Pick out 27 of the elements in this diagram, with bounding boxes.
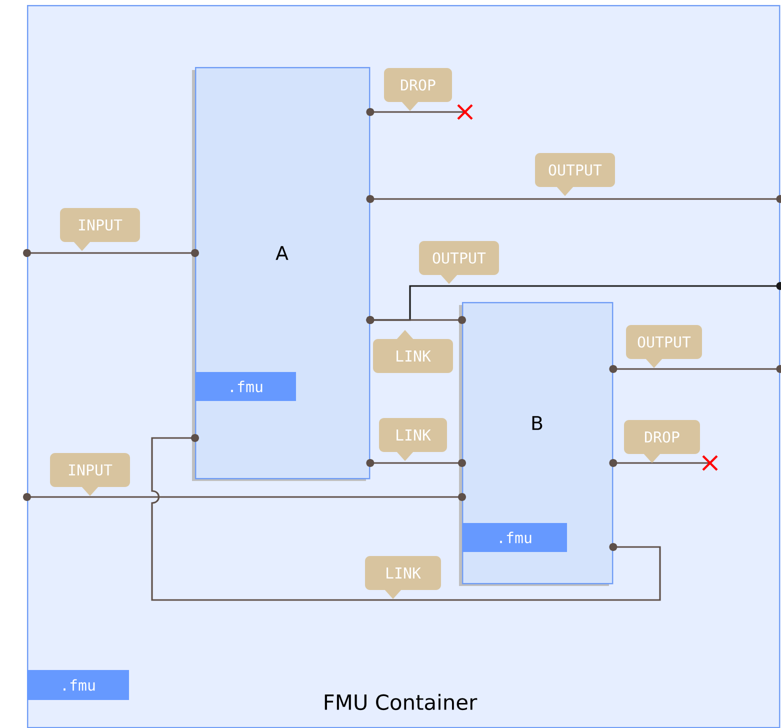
wire xyxy=(366,459,466,467)
wire xyxy=(23,249,199,257)
wire xyxy=(366,195,781,203)
edge-label: DROP xyxy=(624,420,700,463)
edge-label: OUTPUT xyxy=(626,325,702,368)
fmu-block xyxy=(192,67,370,481)
container-title: FMU Container xyxy=(324,694,478,710)
wire xyxy=(609,454,718,472)
edge-label: OUTPUT xyxy=(419,241,499,284)
edge-label: INPUT xyxy=(50,453,130,496)
edge-label: LINK xyxy=(373,330,453,373)
wire xyxy=(23,493,466,501)
edge-label: LINK xyxy=(379,418,447,461)
block-label: A xyxy=(276,246,288,260)
edge-label: DROP xyxy=(384,68,452,111)
edge-label: OUTPUT xyxy=(535,153,615,196)
fmu-block xyxy=(459,302,614,586)
edge-label: LINK xyxy=(365,556,441,599)
wire xyxy=(366,316,466,324)
fmu-tag: .fmu xyxy=(27,670,129,700)
wire xyxy=(609,365,781,373)
block-label: B xyxy=(532,416,542,430)
fmu-tag: .fmu xyxy=(195,372,296,401)
edge-label: INPUT xyxy=(60,208,140,251)
wire xyxy=(151,434,661,601)
fmu-tag: .fmu xyxy=(462,523,567,552)
wire xyxy=(366,104,474,120)
